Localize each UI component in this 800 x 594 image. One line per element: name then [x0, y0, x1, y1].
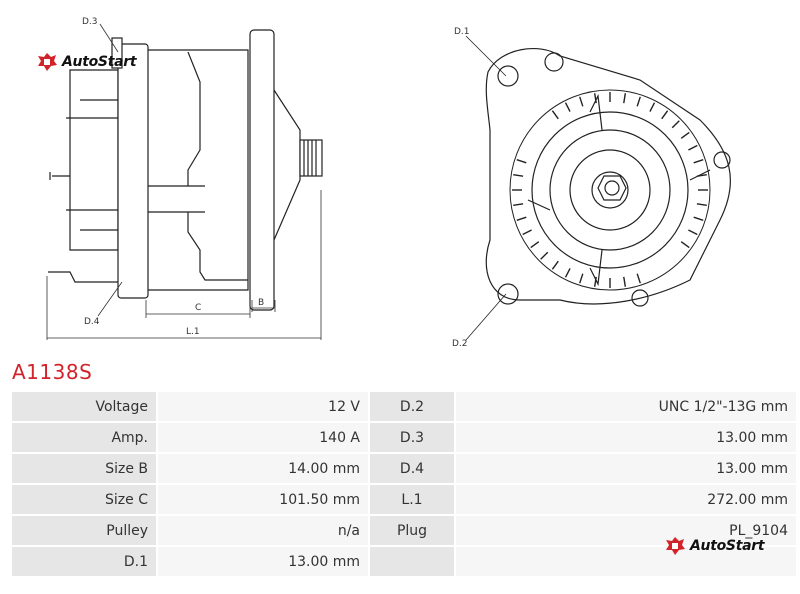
spec-value: 14.00 mm [158, 454, 368, 483]
spec-value-2 [456, 547, 796, 576]
spec-value-2: 272.00 mm [456, 485, 796, 514]
spec-value-2: 13.00 mm [456, 454, 796, 483]
spec-label-2: Plug [370, 516, 454, 545]
spec-value: 12 V [158, 392, 368, 421]
spec-value: 13.00 mm [158, 547, 368, 576]
spec-label-2 [370, 547, 454, 576]
label-d3: D.3 [82, 17, 98, 27]
spec-label: Size C [12, 485, 156, 514]
spec-label: Amp. [12, 423, 156, 452]
label-b: B [258, 298, 264, 308]
side-view [48, 29, 323, 311]
brand-mark-icon [666, 537, 685, 555]
spec-label: Voltage [12, 392, 156, 421]
brand-name: AutoStart [62, 54, 137, 70]
spec-label-2: D.2 [370, 392, 454, 421]
spec-label-2: D.4 [370, 454, 454, 483]
spec-label: D.1 [12, 547, 156, 576]
label-d2: D.2 [452, 339, 468, 349]
brand-logo: AutoStart [36, 52, 137, 72]
brand-logo-watermark: AutoStart [664, 536, 765, 556]
spec-value-2: UNC 1/2"-13G mm [456, 392, 796, 421]
technical-drawing: D.3 D.4 C B L.1 D.1 D.2 [46, 17, 731, 349]
spec-label-2: D.3 [370, 423, 454, 452]
spec-value: 140 A [158, 423, 368, 452]
brand-name: AutoStart [690, 538, 765, 554]
spec-value: n/a [158, 516, 368, 545]
spec-label: Size B [12, 454, 156, 483]
spec-value-2: 13.00 mm [456, 423, 796, 452]
brand-mark-icon [38, 53, 57, 71]
front-view [485, 48, 731, 307]
label-d4: D.4 [84, 317, 100, 327]
spec-label-2: L.1 [370, 485, 454, 514]
spec-label: Pulley [12, 516, 156, 545]
label-c: C [195, 303, 201, 313]
label-d1: D.1 [454, 27, 470, 37]
part-number: A1138S [12, 360, 93, 384]
spec-value-2: PL_9104 [456, 516, 796, 545]
spec-value: 101.50 mm [158, 485, 368, 514]
cooling-slots [512, 92, 708, 288]
label-l1: L.1 [186, 327, 200, 337]
